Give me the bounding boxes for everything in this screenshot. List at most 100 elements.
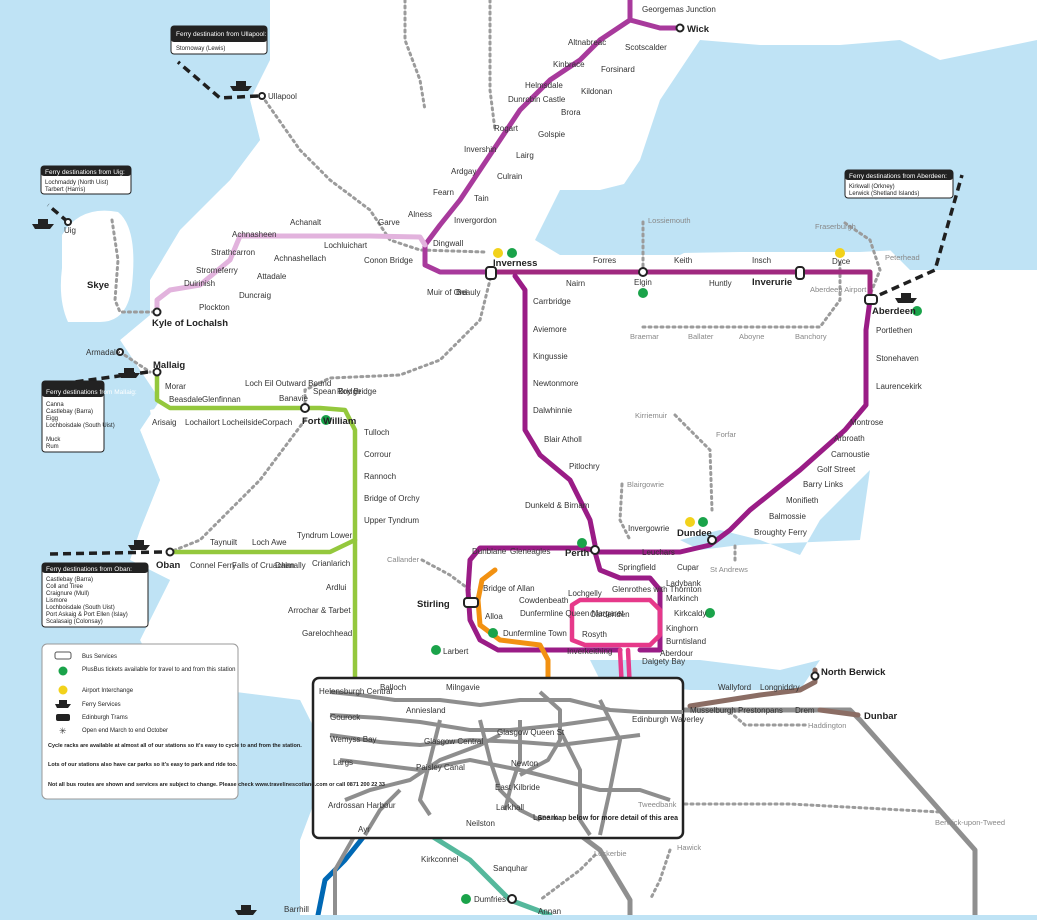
plusbus-icon <box>58 666 68 676</box>
tram-icon <box>56 714 70 721</box>
svg-text:PlusBus tickets available for: PlusBus tickets available for travel to … <box>82 667 235 673</box>
attadale-label: Attadale <box>257 272 287 281</box>
duncraig-label: Duncraig <box>239 291 271 300</box>
svg-text:Edinburgh Trams: Edinburgh Trams <box>82 715 128 721</box>
kirkcaldy-label: Kirkcaldy <box>674 609 706 618</box>
kirriemuir-label: Kirriemuir <box>635 411 668 420</box>
achnasheen-label: Achnasheen <box>232 230 276 239</box>
svg-text:Kirkwall (Orkney): Kirkwall (Orkney) <box>849 184 895 190</box>
prestonpans-label: Prestonpans <box>738 706 783 715</box>
st-andrews-label: St Andrews <box>710 565 748 574</box>
wallyford-label: Wallyford <box>718 683 751 692</box>
blair-atholl-label: Blair Atholl <box>544 435 582 444</box>
ullapool-label: Ullapool <box>268 92 297 101</box>
morar-label: Morar <box>165 382 186 391</box>
duirinish-label: Duirinish <box>184 279 215 288</box>
balmossie-label: Balmossie <box>769 512 806 521</box>
forfar-label: Forfar <box>716 430 737 439</box>
achanalt-label: Achanalt <box>290 218 322 227</box>
wick-label: Wick <box>687 24 710 35</box>
peterhead-label: Peterhead <box>885 253 920 262</box>
cardenden-label: Cardenden <box>590 610 630 619</box>
glenrothes-label: Glenrothes with Thornton <box>612 585 702 594</box>
milngavie-label: Milngavie <box>446 683 480 692</box>
sanquhar-label: Sanquhar <box>493 864 528 873</box>
svg-text:Ferry destinations from Uig:: Ferry destinations from Uig: <box>45 169 125 176</box>
locheilside-label: Locheilside <box>222 418 263 427</box>
legend: Bus Services PlusBus tickets available f… <box>41 643 385 800</box>
broughty-label: Broughty Ferry <box>754 528 807 537</box>
dunfermline-town-label: Dunfermline Town <box>503 629 567 638</box>
plusbus-icon <box>577 538 587 548</box>
plusbus-icon <box>638 288 648 298</box>
lochluichart-label: Lochluichart <box>324 241 368 250</box>
burntisland-label: Burntisland <box>666 637 706 646</box>
barry-links-label: Barry Links <box>803 480 843 489</box>
aviemore-label: Aviemore <box>533 325 567 334</box>
armadale-label: Armadale <box>86 348 121 357</box>
dyce-label: Dyce <box>832 257 851 266</box>
paisley-label: Paisley Canal <box>416 763 465 772</box>
svg-text:Scalasaig (Colonsay): Scalasaig (Colonsay) <box>46 619 103 625</box>
svg-text:Airport Interchange: Airport Interchange <box>82 688 134 694</box>
plusbus-icon <box>431 645 441 655</box>
crianlarich-label: Crianlarich <box>312 559 350 568</box>
dunfermline-qm-label: Dunfermline Queen Margaret <box>520 609 624 618</box>
carrbridge-label: Carrbridge <box>533 297 571 306</box>
inset-central-belt[interactable]: Helensburgh Central Balloch Milngavie Go… <box>311 676 704 840</box>
stonehaven-label: Stonehaven <box>876 354 919 363</box>
plusbus-icon <box>698 517 708 527</box>
aberdour-label: Aberdour <box>660 649 693 658</box>
uig-label: Uig <box>64 226 76 235</box>
drem-label: Drem <box>795 706 815 715</box>
inset-note: See map below for more detail of this ar… <box>538 815 679 822</box>
annan-label: Annan <box>538 907 561 915</box>
strathcarron-label: Strathcarron <box>211 248 255 257</box>
conon-label: Conon Bridge <box>364 256 413 265</box>
golspie-label: Golspie <box>538 130 566 139</box>
aberdeen-label: Aberdeen <box>872 306 916 317</box>
ardlui-label: Ardlui <box>326 583 347 592</box>
larkhall-label: Larkhall <box>496 803 524 812</box>
ferry-box-aberdeen: Ferry destinations from Aberdeen: Kirkwa… <box>844 169 954 199</box>
braemar-label: Braemar <box>630 332 659 341</box>
invershin-label: Invershin <box>464 145 496 154</box>
dingwall-label: Dingwall <box>433 239 463 248</box>
ardgay-label: Ardgay <box>451 167 476 176</box>
connel-label: Connel Ferry <box>190 561 236 570</box>
legend-note-bus: Not all bus routes are shown and service… <box>48 782 385 788</box>
rail-lines <box>154 0 978 918</box>
dunblane-label: Dunblane <box>472 547 507 556</box>
beasdale-label: Beasdale <box>169 395 203 404</box>
markinch-label: Markinch <box>666 594 698 603</box>
elgin-label: Elgin <box>634 278 652 287</box>
hawick-label: Hawick <box>677 843 701 852</box>
svg-text:Muck: Muck <box>46 437 61 443</box>
svg-text:Port Askaig & Port Ellen (Isla: Port Askaig & Port Ellen (Islay) <box>46 612 128 618</box>
edinburgh-label: Edinburgh Waverley <box>632 715 704 724</box>
tyndrum-lower-label: Tyndrum Lower <box>297 531 352 540</box>
kingussie-label: Kingussie <box>533 352 568 361</box>
lanark-label: Lanark <box>533 813 558 822</box>
arrochar-label: Arrochar & Tarbet <box>288 606 351 615</box>
georgemas-label: Georgemas Junction <box>642 5 716 14</box>
lockerbie-label: Lockerbie <box>594 849 627 858</box>
aberdeen-airport-label: Aberdeen Airport <box>810 285 867 294</box>
springfield-label: Springfield <box>618 563 656 572</box>
plusbus-icon <box>912 306 922 316</box>
ferry-icon <box>128 540 150 550</box>
anniesland-label: Anniesland <box>406 706 446 715</box>
kinghorn-label: Kinghorn <box>666 624 698 633</box>
kildonan-label: Kildonan <box>581 87 612 96</box>
wemyss-label: Wemyss Bay <box>330 735 377 744</box>
svg-text:Ferry Services: Ferry Services <box>82 702 121 708</box>
corpach-label: Corpach <box>262 418 292 427</box>
dunbar-label: Dunbar <box>864 711 898 722</box>
skye-label: Skye <box>87 280 109 291</box>
altnabreac-label: Altnabreac <box>568 38 606 47</box>
lochawe-label: Loch Awe <box>252 538 287 547</box>
svg-text:Canna: Canna <box>46 402 64 408</box>
cowdenbeath-label: Cowdenbeath <box>519 596 568 605</box>
svg-text:Lismore: Lismore <box>46 598 68 604</box>
inverurie-label: Inverurie <box>752 277 792 288</box>
